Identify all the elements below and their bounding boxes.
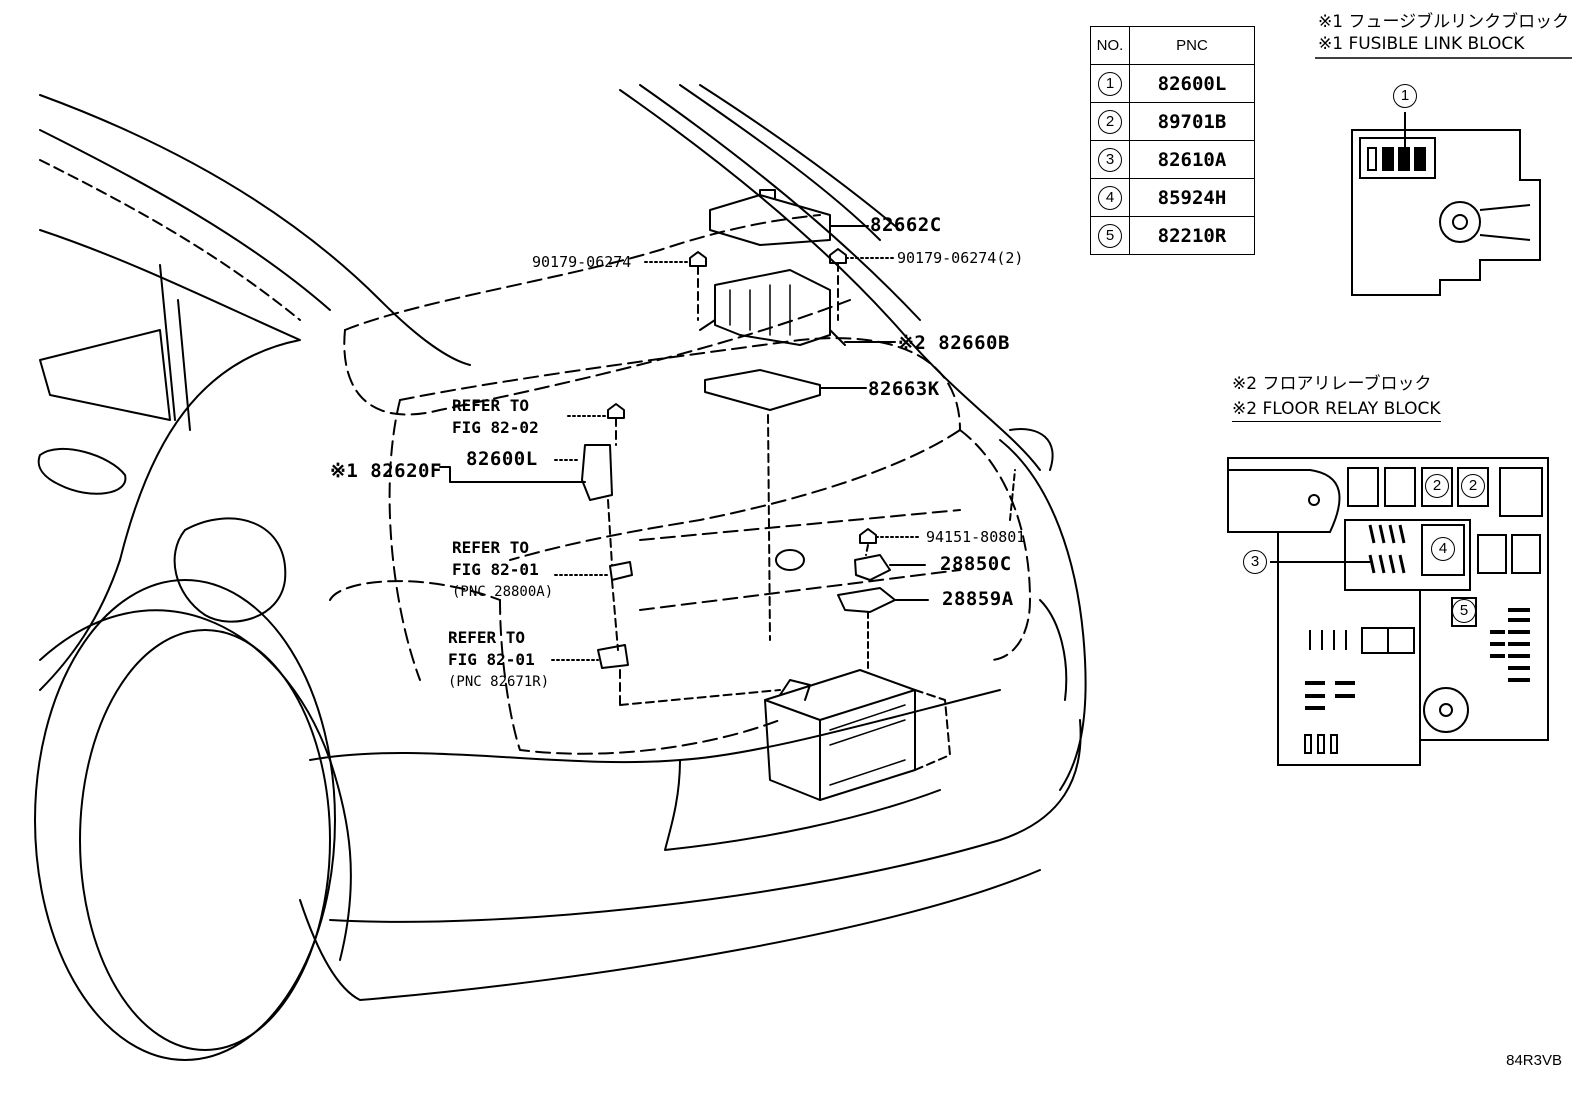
floor-relay-marker-2a: 2: [1425, 474, 1449, 498]
fusible-link-title-jp: ※1 フュージブルリンクブロック: [1318, 12, 1570, 32]
row-pnc-4[interactable]: 85924H: [1129, 178, 1255, 217]
callout-82663K[interactable]: 82663K: [868, 378, 940, 400]
table-row: 4 85924H: [1090, 178, 1255, 217]
table-row: 5 82210R: [1090, 216, 1255, 255]
row-pnc-3[interactable]: 82610A: [1129, 140, 1255, 179]
callout-82620F[interactable]: ※1 82620F: [330, 460, 442, 482]
callout-94151-80801[interactable]: 94151-80801: [926, 528, 1026, 546]
fusible-link-title-en: ※1 FUSIBLE LINK BLOCK: [1318, 34, 1525, 54]
callout-82660B[interactable]: ※2 82660B: [898, 332, 1010, 354]
refer-fig-82-02-line2[interactable]: FIG 82-02: [452, 418, 539, 437]
floor-relay-title-en: ※2 FLOOR RELAY BLOCK: [1232, 401, 1441, 422]
table-header-row: NO. PNC: [1090, 26, 1255, 65]
row-pnc-5[interactable]: 82210R: [1129, 216, 1255, 255]
refer-fig-82-01-b-line2[interactable]: FIG 82-01: [448, 650, 535, 669]
header-no: NO.: [1090, 26, 1130, 65]
callout-28850C[interactable]: 28850C: [940, 553, 1012, 575]
row-number-1: 1: [1098, 71, 1122, 96]
table-row: 3 82610A: [1090, 140, 1255, 179]
callout-82662C[interactable]: 82662C: [870, 214, 942, 236]
floor-relay-marker-3: 3: [1243, 550, 1267, 574]
row-number-3: 3: [1098, 147, 1122, 172]
refer-fig-82-01-a-pnc: (PNC 28800A): [452, 584, 554, 600]
floor-relay-title-jp: ※2 フロアリレーブロック: [1232, 374, 1432, 394]
refer-fig-82-01-b-pnc: (PNC 82671R): [448, 674, 550, 690]
row-number-4: 4: [1098, 185, 1122, 210]
callout-90179-left[interactable]: 90179-06274: [532, 253, 632, 271]
refer-fig-82-01-a-line2[interactable]: FIG 82-01: [452, 560, 539, 579]
callout-90179-right[interactable]: 90179-06274(2): [897, 249, 1024, 267]
refer-fig-82-01-b-line1: REFER TO: [448, 628, 526, 647]
fusible-link-marker-1: 1: [1393, 84, 1417, 108]
callout-28859A[interactable]: 28859A: [942, 588, 1014, 610]
floor-relay-marker-4: 4: [1431, 537, 1455, 561]
callout-82600L[interactable]: 82600L: [466, 448, 538, 470]
table-row: 2 89701B: [1090, 102, 1255, 141]
illustration-code: 84R3VB: [1506, 1052, 1562, 1069]
row-number-2: 2: [1098, 109, 1122, 134]
row-pnc-1[interactable]: 82600L: [1129, 64, 1255, 103]
header-pnc: PNC: [1129, 26, 1255, 65]
floor-relay-marker-5: 5: [1452, 599, 1476, 623]
pnc-table: NO. PNC 1 82600L 2 89701B 3 82610A 4 859…: [1090, 26, 1255, 255]
table-row: 1 82600L: [1090, 64, 1255, 103]
row-number-5: 5: [1098, 223, 1122, 248]
floor-relay-marker-2b: 2: [1461, 474, 1485, 498]
refer-fig-82-01-a-line1: REFER TO: [452, 538, 530, 557]
refer-fig-82-02-line1: REFER TO: [452, 396, 530, 415]
row-pnc-2[interactable]: 89701B: [1129, 102, 1255, 141]
